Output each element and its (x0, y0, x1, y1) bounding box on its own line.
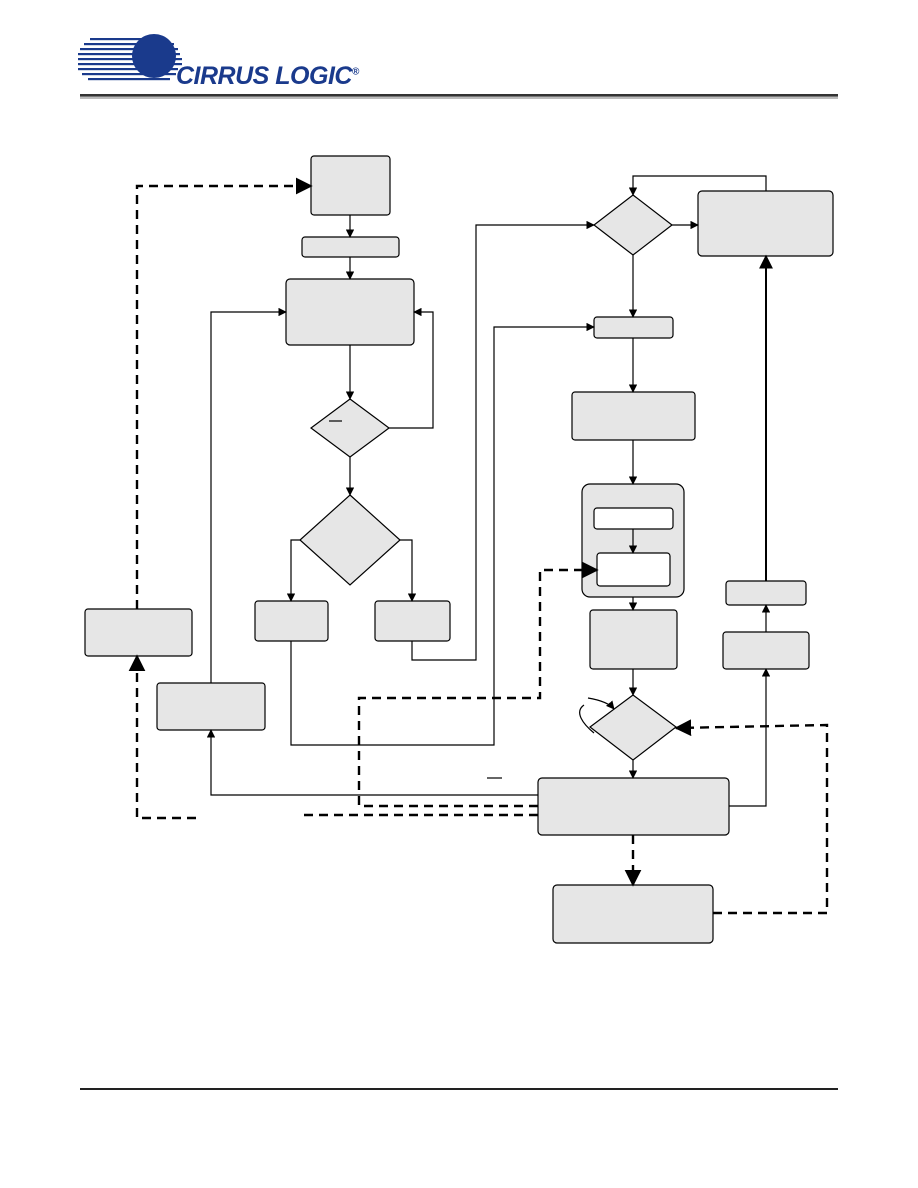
left-branch-box (254, 600, 329, 642)
curved-arrow (587, 697, 615, 710)
connector (729, 668, 771, 807)
right-process-box (571, 391, 696, 441)
dashed-connector (135, 177, 313, 609)
far-left-box (84, 608, 193, 657)
curved-arrow (579, 704, 595, 734)
right-output-box (589, 609, 678, 670)
connector (286, 539, 300, 602)
small-decision (309, 398, 391, 458)
brand-name: CIRRUS LOGIC® (176, 62, 359, 90)
bottom-output-box (552, 884, 714, 944)
footer-rule (80, 1088, 838, 1090)
bottom-main-box (537, 777, 730, 836)
header-rule (80, 94, 838, 99)
striped-globe-logo-icon (78, 34, 182, 81)
top-right-box (697, 190, 834, 257)
inner-box-bottom (596, 552, 671, 587)
small-step-box (301, 236, 400, 258)
dashed-connector (128, 654, 196, 820)
connector (628, 175, 767, 196)
dashed-connector (357, 561, 599, 808)
connector (389, 307, 434, 429)
connector (400, 539, 417, 602)
large-decision (299, 494, 401, 586)
trademark: ® (351, 66, 359, 78)
top-right-decision (593, 194, 673, 256)
connector (210, 307, 287, 683)
far-right-small-box (725, 580, 807, 606)
connector (290, 322, 595, 746)
start-box (310, 155, 391, 216)
connector (411, 220, 595, 661)
dashed-connector (674, 719, 829, 915)
inner-box-top (593, 507, 674, 530)
far-right-box (722, 631, 810, 670)
right-branch-box (374, 600, 451, 642)
process-box (285, 278, 415, 346)
right-merge-box (593, 316, 674, 339)
cirrus-logic-logo (78, 34, 182, 81)
lower-left-box (156, 682, 266, 731)
bottom-right-decision (589, 694, 677, 761)
connector (206, 729, 538, 796)
